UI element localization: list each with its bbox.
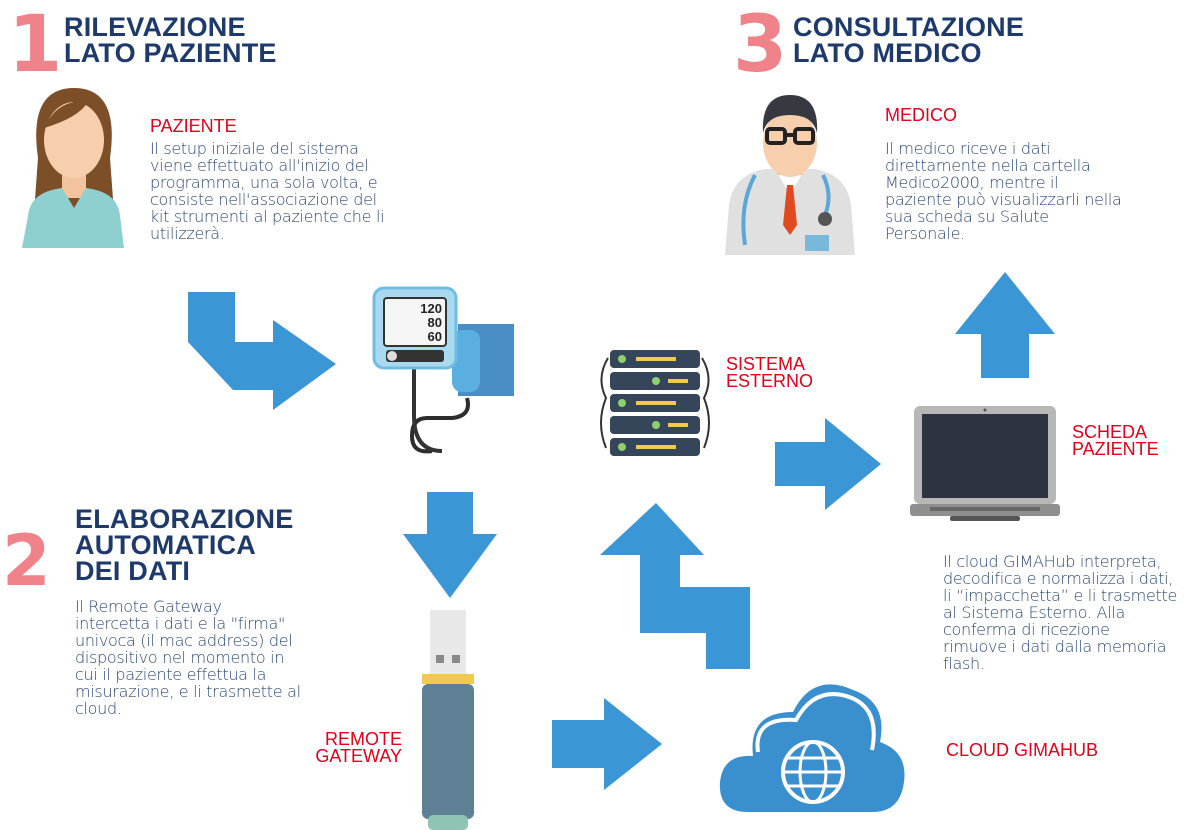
doctor-description: Il medico riceve i dati direttamente nel… (885, 139, 1122, 243)
title-line: DEI DATI (75, 556, 191, 586)
label-line: ESTERNO (726, 371, 814, 391)
server-icon (600, 350, 710, 456)
cloud-gimahub-label: CLOUD GIMAHUB (946, 740, 1099, 760)
remote-gateway-label: REMOTE GATEWAY (290, 729, 402, 766)
arrow-right-bent-icon (188, 292, 336, 410)
pulse-reading: 60 (428, 329, 442, 344)
systolic-reading: 120 (420, 301, 442, 316)
patient-record-label: SCHEDA PAZIENTE (1072, 422, 1159, 459)
patient-icon (22, 88, 124, 248)
laptop-icon (910, 406, 1060, 521)
label-line: GATEWAY (315, 746, 402, 766)
doctor-icon (725, 95, 855, 255)
step1-title: RILEVAZIONE LATO PAZIENTE (64, 12, 277, 68)
label-line: REMOTE (324, 729, 402, 749)
arrow-up-icon (955, 272, 1055, 378)
title-line: AUTOMATICA (75, 530, 256, 560)
title-line: LATO MEDICO (793, 38, 982, 68)
step3-title: CONSULTAZIONE LATO MEDICO (793, 12, 1025, 68)
step-number-1: 1 (8, 0, 63, 90)
diastolic-reading: 80 (428, 315, 442, 330)
arrow-up-stair-icon (600, 503, 750, 669)
doctor-label: MEDICO (885, 105, 957, 125)
label-line: PAZIENTE (1072, 439, 1159, 459)
title-line: ELABORAZIONE (75, 504, 294, 534)
patient-label: PAZIENTE (150, 116, 237, 136)
cloud-icon (719, 684, 905, 812)
arrow-right-icon (775, 418, 881, 510)
arrow-down-icon (403, 492, 497, 598)
arrow-right-icon (552, 698, 662, 790)
title-line: RILEVAZIONE (64, 12, 246, 42)
gateway-description: Il Remote Gateway intercetta i dati e la… (75, 597, 301, 718)
usb-gateway-icon (422, 610, 474, 830)
blood-pressure-monitor-icon: 120 80 60 (372, 286, 514, 454)
patient-description: Il setup iniziale del sistema viene effe… (150, 139, 385, 243)
label-line: SCHEDA (1072, 422, 1148, 442)
label-line: SISTEMA (726, 354, 806, 374)
external-system-label: SISTEMA ESTERNO (726, 354, 814, 391)
title-line: LATO PAZIENTE (64, 38, 277, 68)
step-number-2: 2 (2, 520, 51, 602)
step-number-3: 3 (733, 0, 788, 90)
cloud-description: Il cloud GIMAHub interpreta, decodifica … (943, 552, 1177, 673)
title-line: CONSULTAZIONE (793, 12, 1025, 42)
step2-title: ELABORAZIONE AUTOMATICA DEI DATI (75, 504, 294, 586)
